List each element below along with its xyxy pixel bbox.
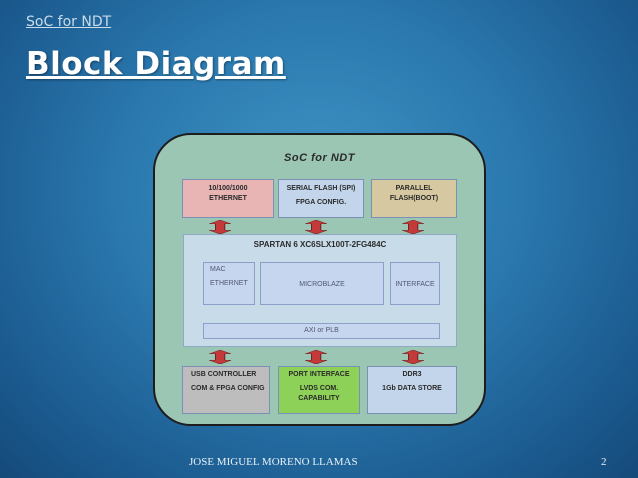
double-arrow-icon: [209, 220, 231, 234]
block-label: PORT INTERFACE: [288, 371, 350, 378]
footer-author: JOSE MIGUEL MORENO LLAMAS: [189, 456, 358, 468]
block-label: AXI or PLB: [304, 327, 339, 334]
breadcrumb[interactable]: SoC for NDT: [26, 14, 112, 30]
interface-block: INTERFACE: [390, 262, 440, 305]
ddr3-block: DDR3 1Gb DATA STORE: [367, 366, 457, 414]
block-label: COM & FPGA CONFIG: [191, 385, 265, 392]
bus-block: AXI or PLB: [203, 323, 440, 339]
block-diagram: SoC for NDT 10/100/1000 ETHERNET SERIAL …: [153, 133, 486, 426]
block-label: ETHERNET: [209, 195, 247, 202]
fpga-block: SPARTAN 6 XC6SLX100T-2FG484C MAC ETHERNE…: [183, 234, 457, 347]
block-label: INTERFACE: [395, 281, 435, 288]
double-arrow-icon: [402, 350, 424, 364]
mac-ethernet-block: MAC ETHERNET: [203, 262, 255, 305]
double-arrow-icon: [209, 350, 231, 364]
page-number: 2: [601, 456, 607, 468]
block-label: FLASH(BOOT): [389, 195, 439, 202]
block-label: 1Gb DATA STORE: [382, 385, 442, 392]
microblaze-block: MICROBLAZE: [260, 262, 384, 305]
fpga-title: SPARTAN 6 XC6SLX100T-2FG484C: [253, 240, 387, 249]
usb-controller-block: USB CONTROLLER COM & FPGA CONFIG: [182, 366, 270, 414]
double-arrow-icon: [402, 220, 424, 234]
block-label: PARALLEL: [395, 185, 433, 192]
double-arrow-icon: [305, 350, 327, 364]
block-label: LVDS COM.: [299, 385, 339, 392]
block-label: DDR3: [402, 371, 422, 378]
block-label: ETHERNET: [210, 280, 248, 287]
block-label: SERIAL FLASH (SPI): [286, 185, 356, 192]
block-label: MAC: [210, 266, 226, 273]
block-label: MICROBLAZE: [299, 281, 345, 288]
parallel-flash-block: PARALLEL FLASH(BOOT): [371, 179, 457, 218]
block-label: FPGA CONFIG.: [295, 199, 347, 206]
port-interface-block: PORT INTERFACE LVDS COM. CAPABILITY: [278, 366, 360, 414]
slide-title: Block Diagram: [26, 46, 286, 82]
block-label: 10/100/1000: [208, 185, 248, 192]
double-arrow-icon: [305, 220, 327, 234]
block-label: USB CONTROLLER: [191, 371, 257, 378]
serial-flash-block: SERIAL FLASH (SPI) FPGA CONFIG.: [278, 179, 364, 218]
diagram-title: SoC for NDT: [284, 152, 355, 164]
ethernet-phy-block: 10/100/1000 ETHERNET: [182, 179, 274, 218]
block-label: CAPABILITY: [298, 395, 340, 402]
